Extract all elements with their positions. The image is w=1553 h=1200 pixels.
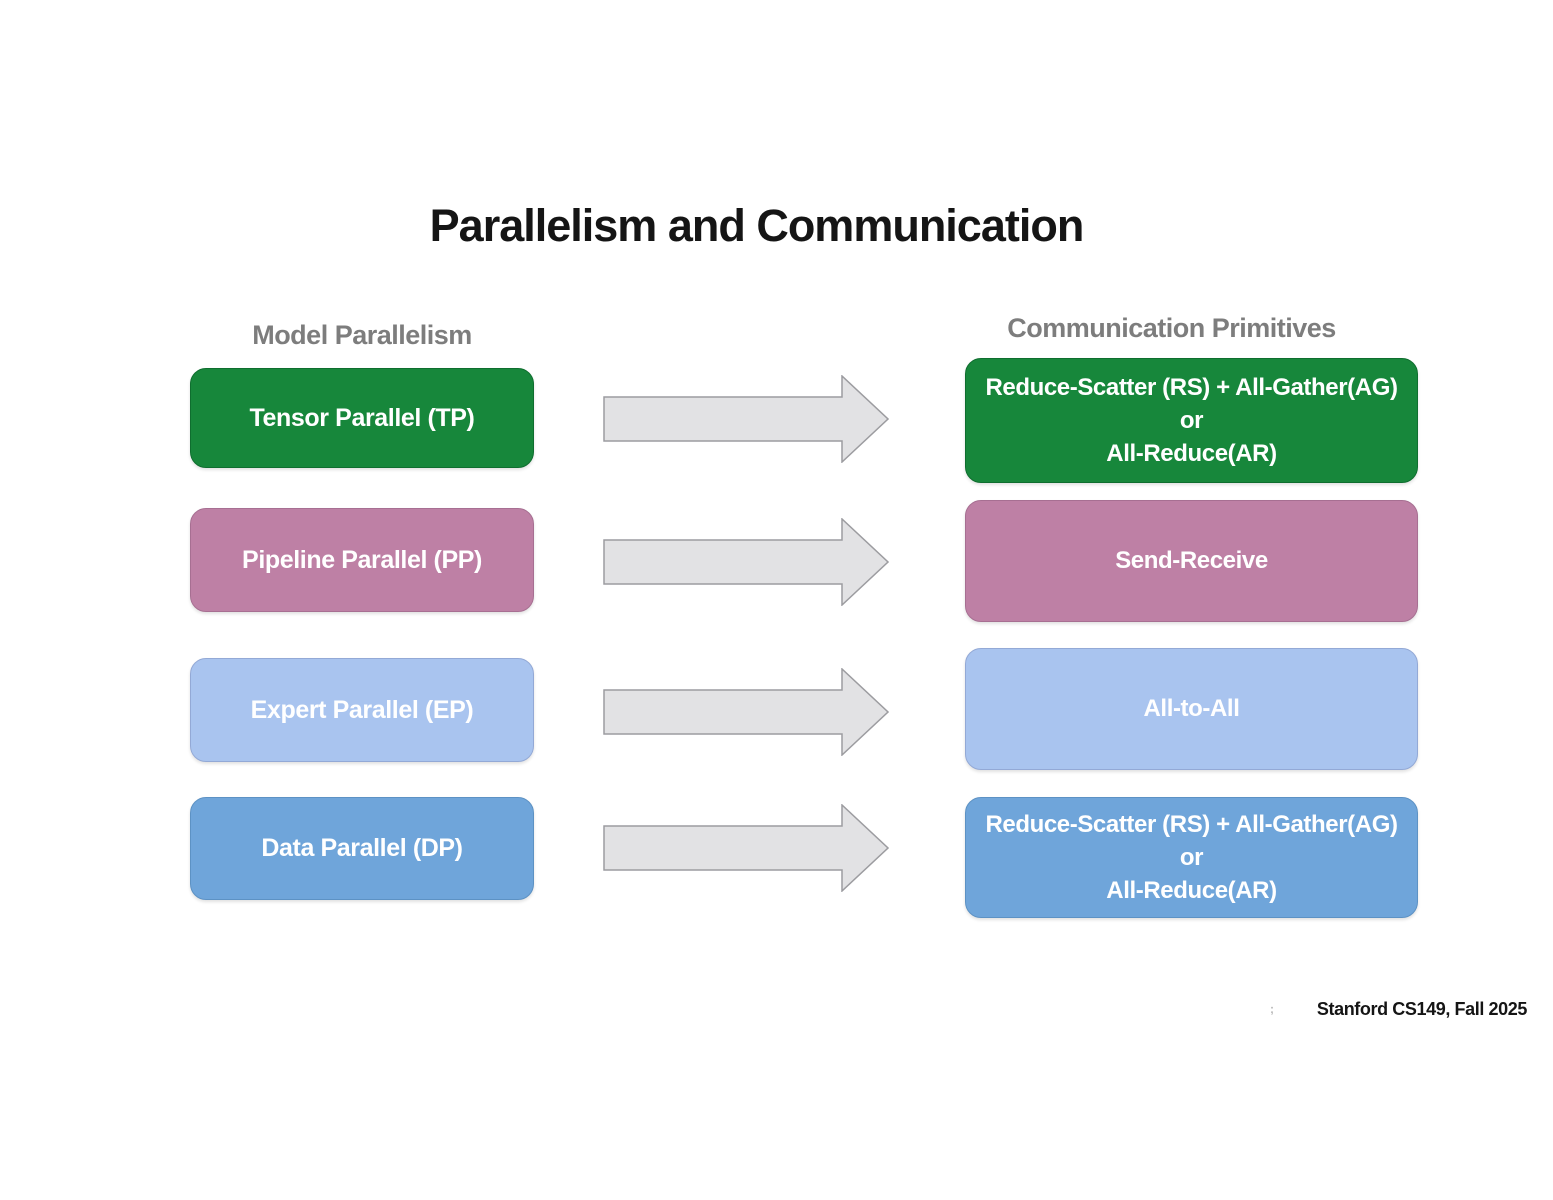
slide-title: Parallelism and Communication: [429, 200, 1085, 251]
model-box-label: Data Parallel (DP): [261, 834, 463, 862]
model-box-label: Pipeline Parallel (PP): [242, 545, 482, 574]
course-footer: Stanford CS149, Fall 2025: [1316, 999, 1527, 1019]
right-arrow-icon: [603, 668, 889, 756]
left-column-header: Model Parallelism: [252, 320, 472, 350]
primitive-line: Reduce-Scatter (RS) + All-Gather(AG): [985, 810, 1398, 838]
model-box-expert-parallel: Expert Parallel (EP): [190, 658, 534, 762]
right-arrow-icon: [603, 375, 889, 463]
page-mark: ;: [1270, 1002, 1274, 1016]
model-box-data-parallel: Data Parallel (DP): [190, 797, 534, 900]
model-box-label: Tensor Parallel (TP): [249, 403, 475, 432]
primitive-line: or: [1179, 406, 1204, 434]
primitive-line: All-Reduce(AR): [1106, 440, 1277, 468]
primitive-box-pipeline-parallel: Send-Receive: [965, 500, 1418, 622]
primitive-line: or: [1179, 843, 1204, 871]
model-box-tensor-parallel: Tensor Parallel (TP): [190, 368, 534, 468]
primitive-box-data-parallel: Reduce-Scatter (RS) + All-Gather(AG) or …: [965, 797, 1418, 918]
right-arrow-icon: [603, 804, 889, 892]
primitive-box-tensor-parallel: Reduce-Scatter (RS) + All-Gather(AG) or …: [965, 358, 1418, 483]
primitive-line: Send-Receive: [1115, 547, 1268, 575]
primitive-line: All-to-All: [1143, 695, 1240, 723]
model-box-pipeline-parallel: Pipeline Parallel (PP): [190, 508, 534, 612]
model-box-label: Expert Parallel (EP): [250, 695, 474, 724]
right-column-header: Communication Primitives: [1007, 313, 1336, 343]
primitive-line: Reduce-Scatter (RS) + All-Gather(AG): [985, 373, 1398, 401]
primitive-line: All-Reduce(AR): [1106, 877, 1277, 905]
primitive-box-expert-parallel: All-to-All: [965, 648, 1418, 770]
right-arrow-icon: [603, 518, 889, 606]
